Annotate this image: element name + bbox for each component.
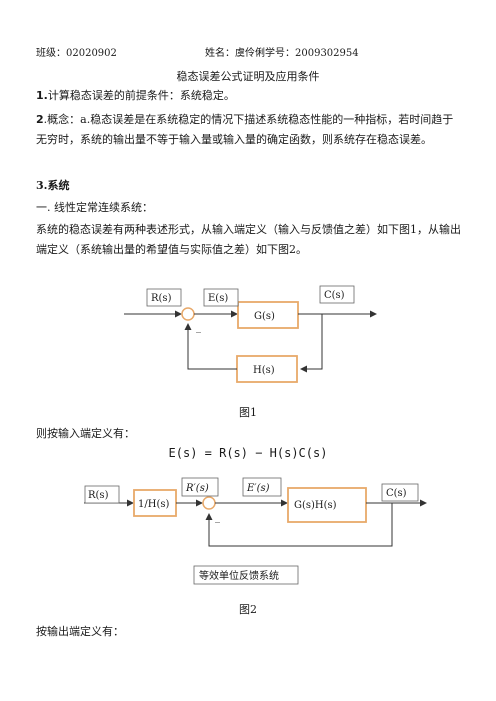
section-1: 1.计算稳态误差的前提条件：系统稳定。 [36, 86, 464, 106]
fig2-summing-junction [202, 496, 216, 510]
fig2-gh-text: G(s)H(s) [294, 500, 337, 511]
class-label: 班级：02020902 [36, 48, 117, 59]
input-definition-text: 则按输入端定义有： [36, 427, 135, 440]
fig2-equiv-text: 等效单位反馈系统 [199, 569, 279, 582]
fig1-h-block [236, 355, 298, 383]
fig1-g-text: G(s) [254, 311, 275, 322]
fig1-c-text: C(s) [324, 290, 345, 301]
fig2-r-text: R(s) [88, 490, 109, 501]
section-1-number: 1. [36, 89, 48, 102]
name-label: 姓名：虞伶俐学号：2009302954 [205, 48, 359, 59]
section-2-number: 2 [36, 113, 44, 126]
section-3-heading: 3.系统 [36, 179, 70, 192]
fig1-c-label-box [319, 285, 355, 304]
fig2-r-label-box [84, 485, 120, 504]
fig2-feedback-line [205, 503, 393, 547]
figure-2-caption: 图2 [239, 603, 257, 616]
fig2-minus-sign: _ [215, 512, 220, 523]
section-3-subheading: 一. 线性定常连续系统： [36, 201, 153, 214]
fig1-g-block [237, 301, 299, 329]
section-2: 2.概念：a.稳态误差是在系统稳定的情况下描述系统稳态性能的一种指标，若时间趋于… [36, 110, 464, 150]
output-definition-text: 按输出端定义有： [36, 625, 124, 638]
fig1-e-text: E(s) [208, 293, 228, 304]
fig2-eprime-label-box [242, 477, 282, 497]
fig2-rprime-label-box [181, 477, 219, 497]
section-2-text: .概念：a.稳态误差是在系统稳定的情况下描述系统稳态性能的一种指标，若时间趋于无… [36, 113, 454, 146]
fig2-gh-block [287, 487, 367, 523]
fig2-c-label-box [381, 483, 419, 502]
fig2-eprime-text: E′(s) [246, 483, 270, 494]
figure-1-caption: 图1 [239, 406, 257, 419]
fig1-minus-sign: _ [196, 322, 201, 333]
fig1-e-label-box [203, 288, 239, 307]
fig2-equiv-label-box [193, 565, 299, 585]
fig1-feedback-in [300, 314, 323, 373]
fig1-r-text: R(s) [151, 293, 172, 304]
section-3-paragraph: 系统的稳态误差有两种表述形式，从输入端定义（输入与反馈值之差）如下图1，从输出端… [36, 223, 461, 256]
fig1-h-text: H(s) [253, 365, 275, 376]
error-formula: E(s) = R(s) − H(s)C(s) [168, 446, 328, 460]
document-title: 稳态误差公式证明及应用条件 [176, 70, 320, 83]
section-1-text: 计算稳态误差的前提条件：系统稳定。 [47, 89, 235, 102]
fig2-rprime-text: R′(s) [185, 483, 209, 494]
fig1-feedback-out [184, 323, 237, 370]
fig2-c-text: C(s) [386, 488, 407, 499]
fig2-inv-h-text: 1/H(s) [138, 499, 169, 510]
fig1-r-label-box [146, 288, 182, 307]
